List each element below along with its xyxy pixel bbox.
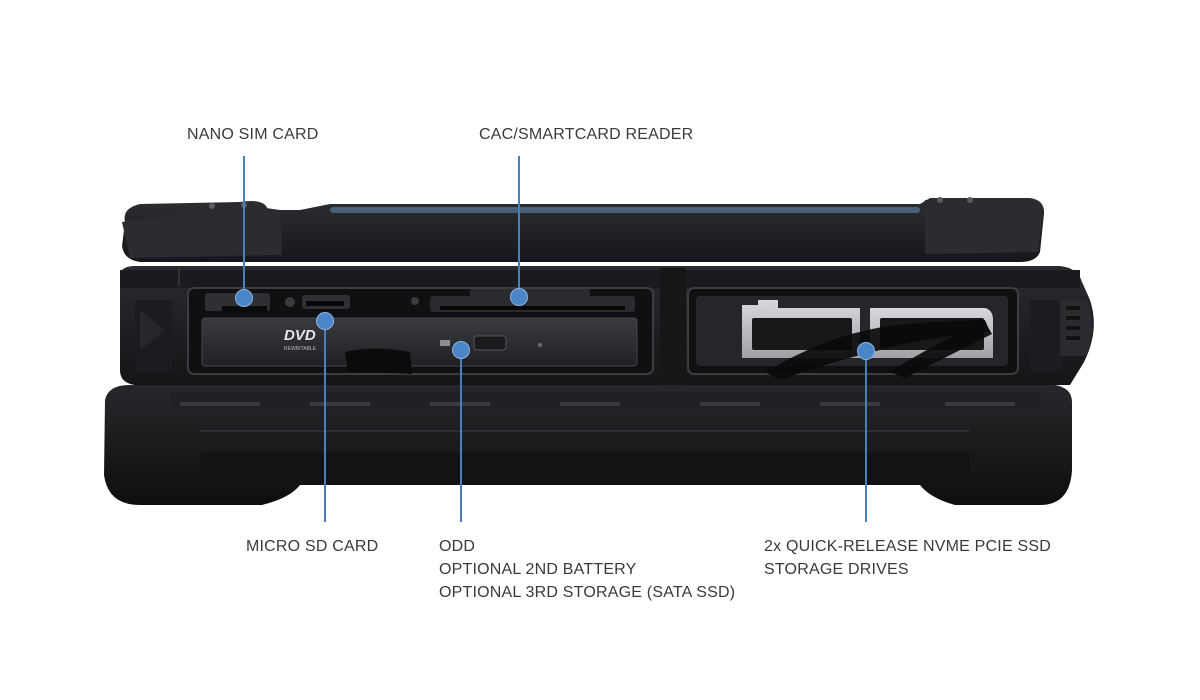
dvd-logo-text: DVD [284,327,316,344]
dvd-logo-subtext: REWRITABLE [284,346,317,352]
leader-ssd [865,352,867,522]
marker-micro-sd [316,312,334,330]
label-odd: ODD OPTIONAL 2ND BATTERY OPTIONAL 3RD ST… [439,535,735,604]
laptop-base-bumper [104,385,1072,505]
marker-nano-sim [235,289,253,307]
label-nano-sim-card: NANO SIM CARD [187,123,319,146]
label-line: NANO SIM CARD [187,126,319,143]
marker-odd [452,341,470,359]
label-line: OPTIONAL 2ND BATTERY [439,561,637,578]
leader-nano-sim [243,156,245,299]
label-micro-sd-card: MICRO SD CARD [246,535,378,558]
label-smartcard-reader: CAC/SMARTCARD READER [479,123,693,146]
label-line: 2x QUICK-RELEASE NVME PCIE SSD [764,538,1051,555]
label-line: STORAGE DRIVES [764,561,909,578]
label-line: CAC/SMARTCARD READER [479,126,694,143]
leader-smartcard [518,156,520,299]
label-line: ODD [439,538,476,555]
dvd-logo: DVD REWRITABLE [284,327,317,352]
leader-micro-sd [324,322,326,522]
marker-smartcard [510,288,528,306]
label-line: MICRO SD CARD [246,538,379,555]
label-ssd-drives: 2x QUICK-RELEASE NVME PCIE SSD STORAGE D… [764,535,1051,581]
laptop-body [120,266,1094,386]
laptop-lid [122,197,1045,262]
leader-odd [460,351,462,522]
marker-ssd [857,342,875,360]
label-line: OPTIONAL 3RD STORAGE (SATA SSD) [439,584,736,601]
